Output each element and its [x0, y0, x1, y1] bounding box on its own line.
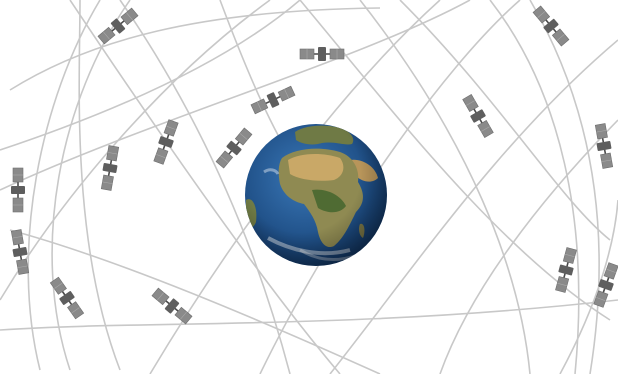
satellite-7	[10, 167, 26, 213]
satellite-13	[592, 122, 616, 170]
satellite-8	[8, 228, 32, 276]
satellite-14	[552, 246, 580, 294]
satellite-1	[95, 5, 141, 47]
satellite-4	[213, 125, 255, 171]
satellite-10	[149, 285, 195, 327]
satellite-6	[98, 144, 122, 192]
satellite-2	[299, 46, 345, 62]
earth-globe	[245, 124, 387, 266]
